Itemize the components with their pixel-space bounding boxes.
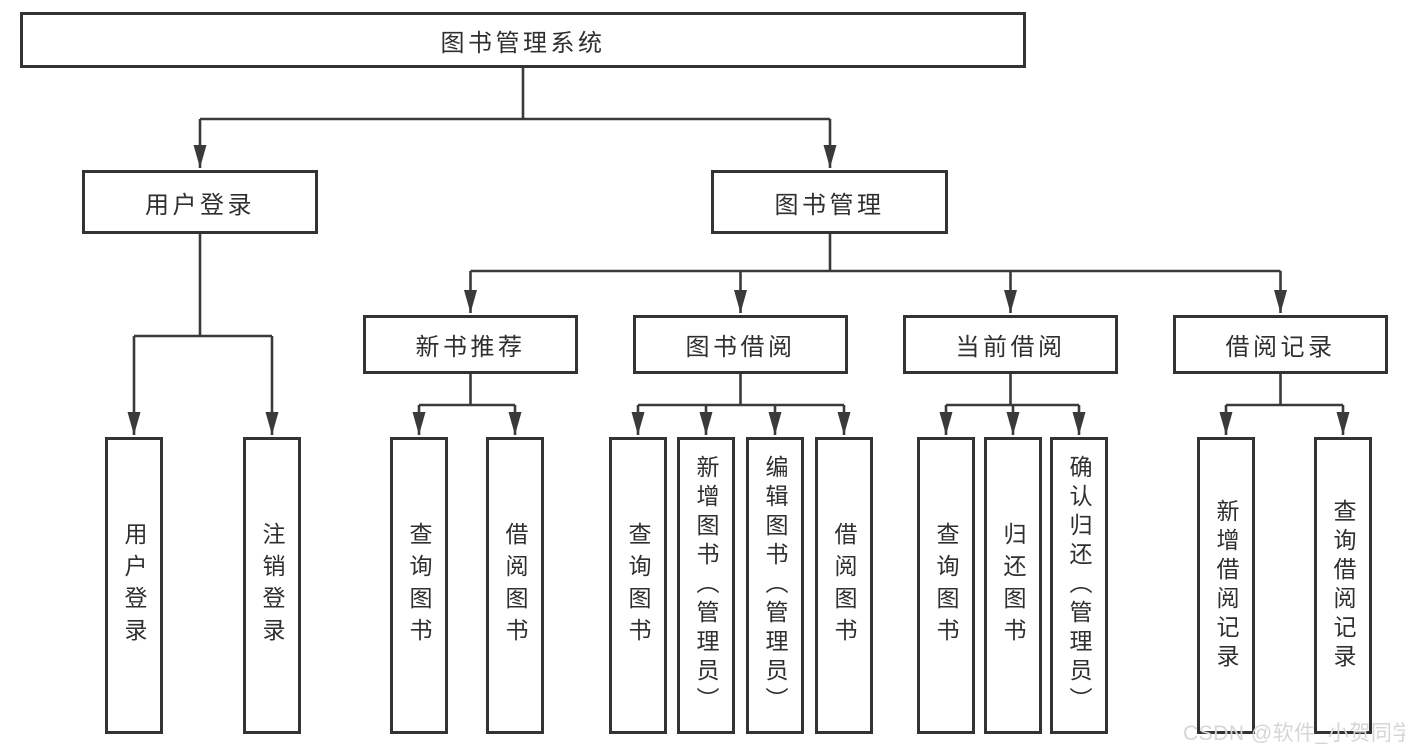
leaf-query-books-1-label: 查询图书 [406,521,432,650]
leaf-return-books-label: 归还图书 [1000,521,1026,650]
leaf-confirm-return-admin-label: 确认归还（管理员） [1066,455,1092,716]
connector-root-trunk [200,68,830,121]
connector-borrow-records-trunk [1226,374,1343,407]
connector-book-management-trunk [470,234,1281,273]
connector-current-borrow-trunk [946,374,1079,407]
node-new-book-recommend-label: 新书推荐 [415,334,526,361]
connector-book-borrow-trunk [638,374,844,407]
node-book-management: 图书管理 [711,170,948,234]
watermark-text: CSDN @软件_小贺同学 [1183,722,1405,745]
leaf-confirm-return-admin: 确认归还（管理员） [1050,437,1108,734]
leaf-borrow-books-2-label: 借阅图书 [831,521,857,650]
node-user-login: 用户登录 [82,170,318,234]
leaf-user-login: 用户登录 [105,437,163,734]
leaf-query-books-2-label: 查询图书 [625,521,651,650]
leaf-edit-book-admin: 编辑图书（管理员） [746,437,804,734]
leaf-add-borrow-record-label: 新增借阅记录 [1213,498,1239,673]
leaf-borrow-books-1-label: 借阅图书 [502,521,528,650]
leaf-query-borrow-record: 查询借阅记录 [1314,437,1372,734]
leaf-query-borrow-record-label: 查询借阅记录 [1330,498,1356,673]
leaf-add-book-admin-label: 新增图书（管理员） [693,455,719,716]
leaf-logout-label: 注销登录 [259,521,285,650]
node-borrow-records-label: 借阅记录 [1225,334,1336,361]
leaf-user-login-label: 用户登录 [121,521,147,650]
leaf-query-books-1: 查询图书 [390,437,448,734]
leaf-borrow-books-1: 借阅图书 [486,437,544,734]
node-user-login-label: 用户登录 [145,191,255,219]
node-root: 图书管理系统 [20,12,1026,68]
leaf-query-books-3: 查询图书 [917,437,975,734]
leaf-add-book-admin: 新增图书（管理员） [677,437,735,734]
leaf-borrow-books-2: 借阅图书 [815,437,873,734]
node-root-label: 图书管理系统 [440,29,606,57]
node-current-borrow-label: 当前借阅 [955,334,1066,361]
leaf-add-borrow-record: 新增借阅记录 [1197,437,1255,734]
node-book-management-label: 图书管理 [774,191,885,219]
leaf-query-books-3-label: 查询图书 [933,521,959,650]
leaf-query-books-2: 查询图书 [609,437,667,734]
leaf-return-books: 归还图书 [984,437,1042,734]
node-book-borrow: 图书借阅 [633,315,848,374]
leaf-edit-book-admin-label: 编辑图书（管理员） [762,455,788,716]
node-current-borrow: 当前借阅 [903,315,1118,374]
leaf-logout: 注销登录 [243,437,301,734]
node-new-book-recommend: 新书推荐 [363,315,578,374]
node-book-borrow-label: 图书借阅 [685,334,796,361]
connector-user-login-trunk [134,234,272,338]
node-borrow-records: 借阅记录 [1173,315,1388,374]
connector-new-book-recommend-trunk [419,374,515,407]
